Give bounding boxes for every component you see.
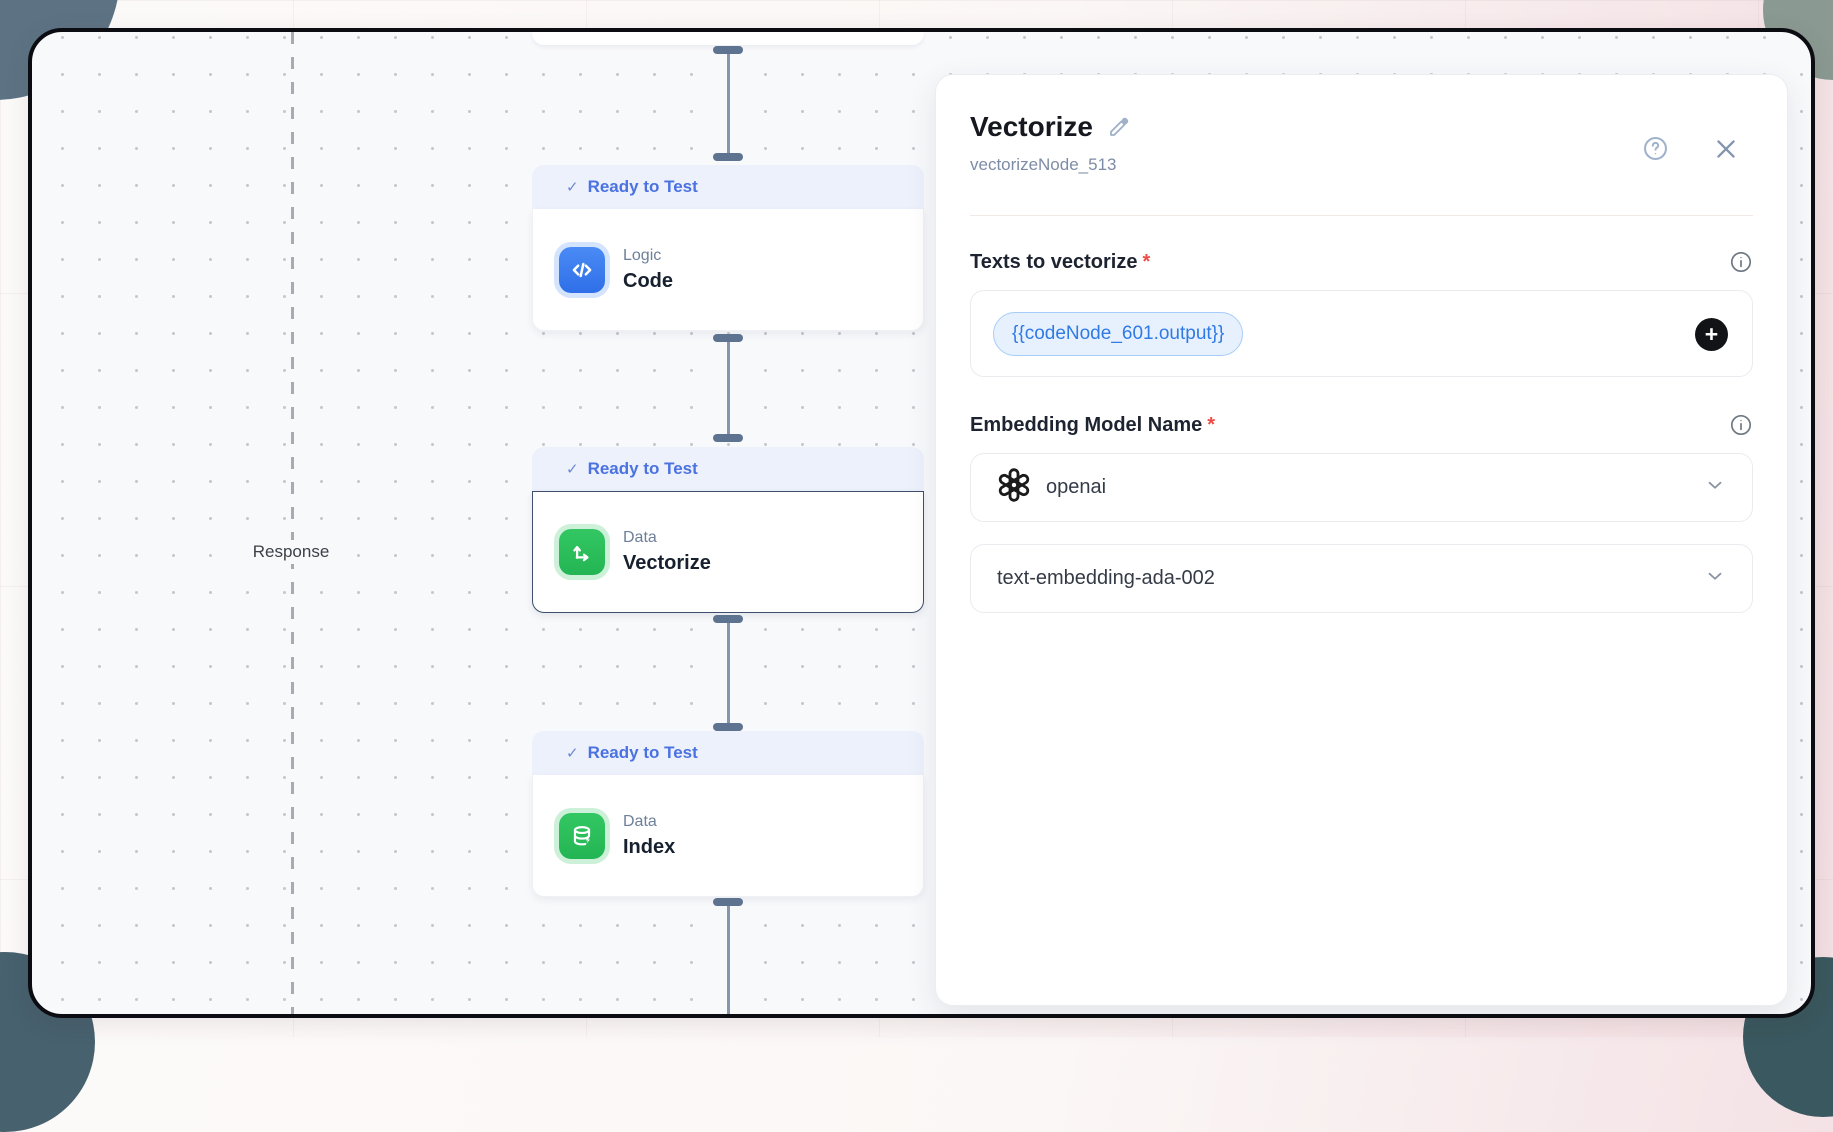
node-category-label: Data — [623, 529, 657, 546]
connector-handle-top[interactable] — [713, 334, 743, 342]
node-body[interactable]: Data Vectorize — [532, 491, 924, 613]
help-button[interactable] — [1642, 135, 1669, 162]
node-body[interactable]: Data Index — [532, 775, 924, 897]
node-status-text: Ready to Test — [587, 459, 698, 478]
connector-handle-top[interactable] — [713, 46, 743, 54]
info-icon[interactable] — [1729, 413, 1753, 437]
connector-line — [726, 342, 730, 434]
chevron-down-icon — [1704, 474, 1726, 501]
variable-chip[interactable]: {{codeNode_601.output}} — [993, 312, 1244, 356]
provider-value: openai — [1046, 476, 1107, 498]
node-title-label: Code — [623, 269, 673, 292]
node-status-text: Ready to Test — [587, 177, 698, 196]
response-label: Response — [244, 540, 338, 564]
connector-line — [726, 906, 730, 1014]
model-value: text-embedding-ada-002 — [997, 567, 1215, 589]
connector — [713, 898, 743, 1014]
connector-handle-bottom[interactable] — [713, 723, 743, 731]
node-status-text: Ready to Test — [587, 743, 698, 762]
connector-line — [726, 54, 730, 153]
node-category-label: Data — [623, 812, 657, 830]
texts-input[interactable]: {{codeNode_601.output}} + — [970, 290, 1753, 377]
check-icon: ✓ — [566, 745, 579, 762]
check-icon: ✓ — [566, 461, 579, 478]
divider — [970, 215, 1753, 216]
inspector-panel: Vectorize vectorizeNode_513 — [935, 74, 1788, 1006]
openai-logo-icon — [997, 468, 1031, 507]
node-id-subtitle: vectorizeNode_513 — [970, 155, 1117, 174]
connector-line — [726, 623, 730, 723]
node-title-label: Index — [623, 835, 676, 858]
required-asterisk: * — [1207, 413, 1216, 436]
provider-select[interactable]: openai — [970, 453, 1753, 522]
node-status-badge: ✓ Ready to Test — [532, 731, 924, 775]
model-field-label: Embedding Model Name* — [970, 413, 1216, 436]
connector — [713, 334, 743, 442]
app-frame: Response ✓ Ready to Test — [28, 28, 1815, 1018]
partial-node-above — [532, 32, 924, 45]
connector — [713, 615, 743, 731]
node-category-label: Logic — [623, 246, 662, 264]
close-button[interactable] — [1713, 136, 1739, 162]
chevron-down-icon — [1704, 565, 1726, 592]
node-status-badge: ✓ Ready to Test — [532, 447, 924, 491]
node-card-index[interactable]: ✓ Ready to Test Data Index — [532, 731, 924, 897]
model-select[interactable]: text-embedding-ada-002 — [970, 544, 1753, 613]
node-card-vectorize[interactable]: ✓ Ready to Test Data Vectorize — [532, 447, 924, 613]
edit-title-button[interactable] — [1107, 115, 1131, 139]
node-card-code[interactable]: ✓ Ready to Test Logic Code — [532, 165, 924, 331]
texts-field-label: Texts to vectorize* — [970, 250, 1151, 273]
required-asterisk: * — [1142, 250, 1151, 273]
check-icon: ✓ — [566, 179, 579, 196]
add-variable-button[interactable]: + — [1695, 318, 1728, 351]
connector — [713, 46, 743, 161]
connector-handle-top[interactable] — [713, 615, 743, 623]
code-icon — [559, 246, 605, 293]
connector-handle-bottom[interactable] — [713, 153, 743, 161]
info-icon[interactable] — [1729, 250, 1753, 274]
connector-handle-bottom[interactable] — [713, 434, 743, 442]
node-status-badge: ✓ Ready to Test — [532, 165, 924, 209]
workflow-canvas[interactable]: Response ✓ Ready to Test — [32, 32, 1811, 1014]
connector-handle-top[interactable] — [713, 898, 743, 906]
response-divider-line — [291, 32, 294, 1014]
node-title-label: Vectorize — [623, 552, 711, 574]
index-icon — [559, 812, 605, 859]
panel-title: Vectorize — [970, 111, 1093, 142]
vectorize-icon — [559, 529, 605, 575]
node-body[interactable]: Logic Code — [532, 209, 924, 331]
